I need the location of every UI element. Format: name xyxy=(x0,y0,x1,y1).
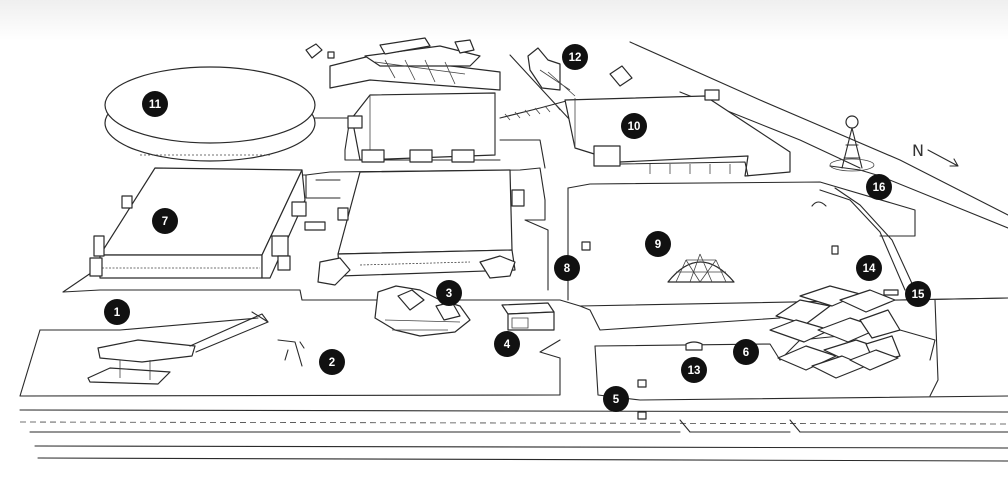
building-10 xyxy=(564,89,791,177)
building-11-arena xyxy=(104,66,316,162)
marker-1-label: 1 xyxy=(114,307,121,319)
marker-14[interactable]: 14 xyxy=(856,255,882,281)
building-3 xyxy=(374,285,471,337)
marker-16[interactable]: 16 xyxy=(866,174,892,200)
building-6 xyxy=(769,285,901,379)
compass: N xyxy=(912,141,959,167)
building-top-cluster xyxy=(305,37,571,163)
marker-2[interactable]: 2 xyxy=(319,349,345,375)
building-7 xyxy=(89,167,326,279)
building-1-pavilion xyxy=(87,311,269,385)
marker-3-label: 3 xyxy=(446,288,452,300)
marker-16-label: 16 xyxy=(873,182,886,194)
sculpture-2 xyxy=(277,339,305,367)
marker-11[interactable]: 11 xyxy=(142,91,168,117)
building-center xyxy=(317,169,525,286)
roads xyxy=(19,41,1008,462)
marker-1[interactable]: 1 xyxy=(104,299,130,325)
marker-4-label: 4 xyxy=(504,339,511,351)
marker-11-label: 11 xyxy=(149,99,162,111)
marker-12[interactable]: 12 xyxy=(562,44,588,70)
building-4 xyxy=(501,302,555,331)
marker-5[interactable]: 5 xyxy=(603,386,629,412)
marker-10[interactable]: 10 xyxy=(621,113,647,139)
small-objects xyxy=(581,201,899,420)
marker-15-label: 15 xyxy=(912,289,925,301)
marker-3[interactable]: 3 xyxy=(436,280,462,306)
dome-9 xyxy=(667,253,735,283)
marker-6-label: 6 xyxy=(743,347,749,359)
marker-5-label: 5 xyxy=(613,394,620,406)
marker-7-label: 7 xyxy=(162,216,168,228)
tower-16 xyxy=(829,115,875,172)
marker-8[interactable]: 8 xyxy=(554,255,580,281)
marker-14-label: 14 xyxy=(863,263,876,275)
marker-8-label: 8 xyxy=(564,263,571,275)
marker-13[interactable]: 13 xyxy=(681,357,707,383)
marker-12-label: 12 xyxy=(569,52,582,64)
marker-9-label: 9 xyxy=(655,239,661,251)
marker-9[interactable]: 9 xyxy=(645,231,671,257)
marker-6[interactable]: 6 xyxy=(733,339,759,365)
building-12 xyxy=(527,47,633,97)
marker-13-label: 13 xyxy=(688,365,701,377)
marker-2-label: 2 xyxy=(329,357,335,369)
marker-7[interactable]: 7 xyxy=(152,208,178,234)
marker-4[interactable]: 4 xyxy=(494,331,520,357)
marker-10-label: 10 xyxy=(628,121,641,133)
marker-15[interactable]: 15 xyxy=(905,281,931,307)
compass-label: N xyxy=(912,141,924,160)
